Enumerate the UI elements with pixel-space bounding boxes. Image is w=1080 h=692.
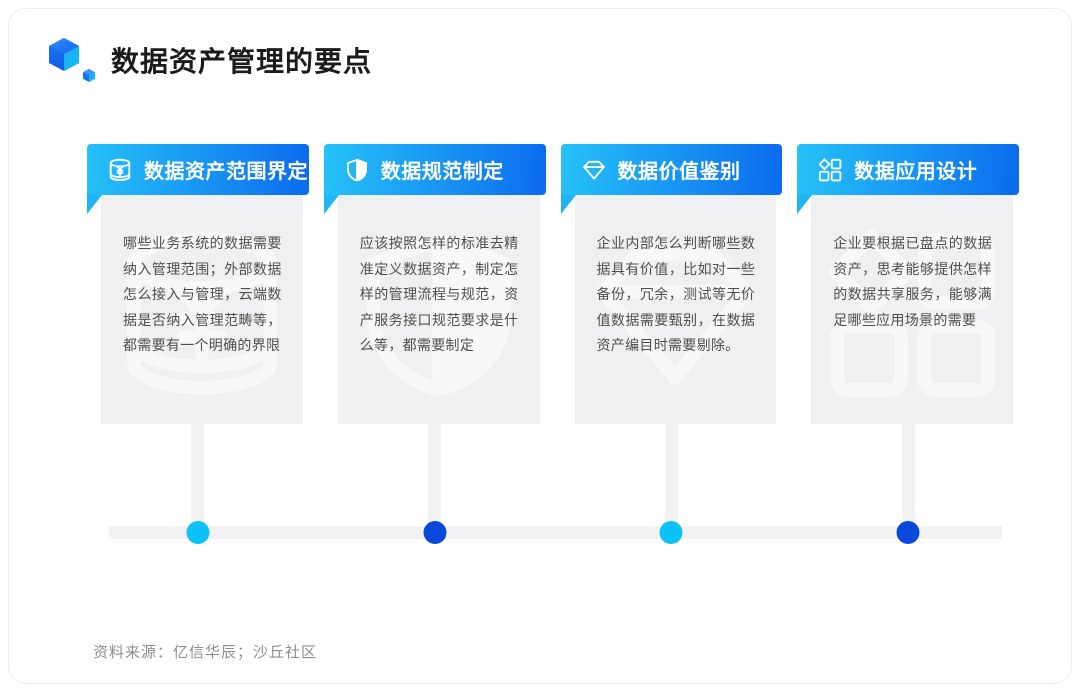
card-text: 企业内部怎么判断哪些数据具有价值，比如对一些备份，冗余，测试等无价值数据需要甄别… [596,235,756,353]
apps-grid-icon [817,157,843,183]
card-title: 数据价值鉴别 [617,161,741,183]
connector-stem [664,424,678,527]
card-header: 数据规范制定 [323,144,546,214]
card-body: 企业要根据已盘点的数据资产，思考能够提供怎样的数据共享服务，能够满足哪些应用场景… [811,195,1013,424]
card-title: 数据资产范围界定 [144,161,308,183]
card-header: 数据应用设计 [797,144,1019,214]
timeline-bar [109,526,1002,539]
timeline-dot [186,521,210,544]
card-text: 应该按照怎样的标准去精准定义数据资产，制定怎样的管理流程与规范，资产服务接口规范… [359,235,519,353]
card-title: 数据规范制定 [380,161,504,183]
cards-row: 数据资产范围界定 哪些业务系统的数据需要纳入管理范围；外部数据怎么接入与管理，云… [87,144,1019,544]
shield-icon [344,157,370,183]
slide-panel: 数据资产管理的要点 数据资产范围界定 哪些业务系统的数据需要纳入管理范围；外部数… [8,8,1072,684]
card-data-standards: 数据规范制定 应该按照怎样的标准去精准定义数据资产，制定怎样的管理流程与规范，资… [323,144,546,544]
gem-icon [581,157,607,183]
source-note: 资料来源：亿信华辰；沙丘社区 [93,644,318,661]
card-header: 数据资产范围界定 [87,144,309,214]
card-text: 企业要根据已盘点的数据资产，思考能够提供怎样的数据共享服务，能够满足哪些应用场景… [833,235,992,328]
timeline-dot [423,521,447,544]
timeline-dot [896,521,920,544]
page-header: 数据资产管理的要点 [45,35,372,85]
cube-logo-icon [45,35,97,85]
card-data-application: 数据应用设计 企业要根据已盘点的数据资产，思考能够提供怎样的数据共享服务，能够满… [797,144,1019,544]
card-body: 企业内部怎么判断哪些数据具有价值，比如对一些备份，冗余，测试等无价值数据需要甄别… [574,195,777,424]
card-data-value: 数据价值鉴别 企业内部怎么判断哪些数据具有价值，比如对一些备份，冗余，测试等无价… [560,144,783,544]
card-header: 数据价值鉴别 [560,144,783,214]
connector-stem [428,424,442,527]
connector-stem [901,424,915,527]
timeline-dot [659,521,683,544]
card-body: 应该按照怎样的标准去精准定义数据资产，制定怎样的管理流程与规范，资产服务接口规范… [337,195,540,424]
card-text: 哪些业务系统的数据需要纳入管理范围；外部数据怎么接入与管理，云端数据是否纳入管理… [123,235,282,353]
card-body: 哪些业务系统的数据需要纳入管理范围；外部数据怎么接入与管理，云端数据是否纳入管理… [101,195,303,424]
card-title: 数据应用设计 [854,161,978,183]
database-yen-icon [107,157,133,183]
connector-stem [191,424,205,527]
card-data-scope: 数据资产范围界定 哪些业务系统的数据需要纳入管理范围；外部数据怎么接入与管理，云… [87,144,309,544]
page-title: 数据资产管理的要点 [111,46,373,77]
